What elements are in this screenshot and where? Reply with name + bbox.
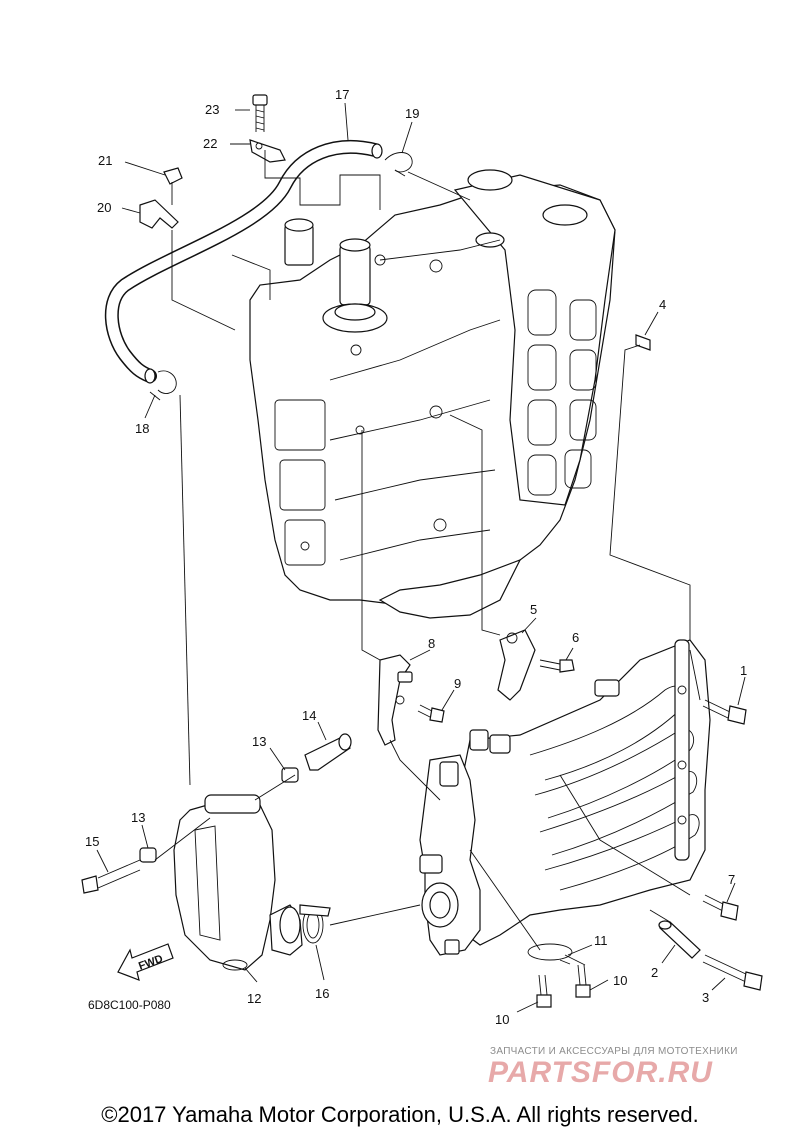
bracket-5 xyxy=(497,629,536,701)
bolt-21 xyxy=(163,167,183,205)
bolt-3 xyxy=(702,954,763,991)
bolt-15 xyxy=(81,859,141,894)
bolt-1 xyxy=(702,699,747,725)
callout-17: 17 xyxy=(335,87,349,102)
callout-7: 7 xyxy=(728,872,735,887)
callout-18: 18 xyxy=(135,421,149,436)
bolt-7 xyxy=(702,894,739,921)
watermark-subtitle: ЗАПЧАСТИ И АКСЕССУАРЫ ДЛЯ МОТОТЕХНИКИ xyxy=(490,1046,738,1057)
callout-5: 5 xyxy=(530,602,537,617)
callout-2: 2 xyxy=(651,965,658,980)
callout-20: 20 xyxy=(97,200,111,215)
collar-13-left xyxy=(139,847,157,863)
copyright-notice: ©2017 Yamaha Motor Corporation, U.S.A. A… xyxy=(101,1102,699,1127)
callout-11: 11 xyxy=(594,933,608,948)
water-hose xyxy=(104,139,383,384)
callout-4: 4 xyxy=(659,297,666,312)
callout-numbers: 23 22 21 20 17 19 18 4 5 6 8 9 1 14 13 1… xyxy=(85,87,747,1027)
callout-6: 6 xyxy=(572,630,579,645)
callout-8: 8 xyxy=(428,636,435,651)
bolt-10-left xyxy=(536,974,552,1008)
callout-15: 15 xyxy=(85,834,99,849)
intake-manifold xyxy=(454,639,711,946)
diagram-code: 6D8C100-P080 xyxy=(88,998,171,1012)
callout-21: 21 xyxy=(98,153,112,168)
fwd-arrow: FWD xyxy=(117,943,174,981)
dowel-pin-4 xyxy=(635,334,651,351)
clamp-11 xyxy=(527,943,573,965)
bolt-23 xyxy=(252,94,268,132)
engine-block xyxy=(249,169,616,619)
bolt-10-right xyxy=(575,964,591,998)
hose-clamp-16 xyxy=(299,904,331,944)
throttle-body xyxy=(419,754,481,956)
callout-13-left: 13 xyxy=(131,810,145,825)
callout-14: 14 xyxy=(302,708,316,723)
callout-19: 19 xyxy=(405,106,419,121)
bolt-6 xyxy=(539,659,575,673)
callout-23: 23 xyxy=(205,102,219,117)
watermark-logo: PARTSFOR.RU xyxy=(488,1056,713,1089)
air-silencer-12 xyxy=(173,794,276,971)
callout-9: 9 xyxy=(454,676,461,691)
bracket-8 xyxy=(377,654,413,746)
collar-13-upper xyxy=(281,767,299,783)
callout-12: 12 xyxy=(247,991,261,1006)
callout-10-left: 10 xyxy=(495,1012,509,1027)
callout-13-upper: 13 xyxy=(252,734,266,749)
callout-16: 16 xyxy=(315,986,329,1001)
callout-22: 22 xyxy=(203,136,217,151)
collar-2 xyxy=(658,920,701,959)
air-duct xyxy=(269,904,303,956)
callout-10-right: 10 xyxy=(613,973,627,988)
bolt-9 xyxy=(417,704,445,723)
hose-clamp-19 xyxy=(384,152,413,177)
leader-lines xyxy=(96,102,746,1013)
callout-1: 1 xyxy=(740,663,747,678)
hose-bracket-20 xyxy=(139,199,179,229)
collar-14 xyxy=(304,733,352,771)
callout-3: 3 xyxy=(702,990,709,1005)
clip-22 xyxy=(249,139,286,163)
